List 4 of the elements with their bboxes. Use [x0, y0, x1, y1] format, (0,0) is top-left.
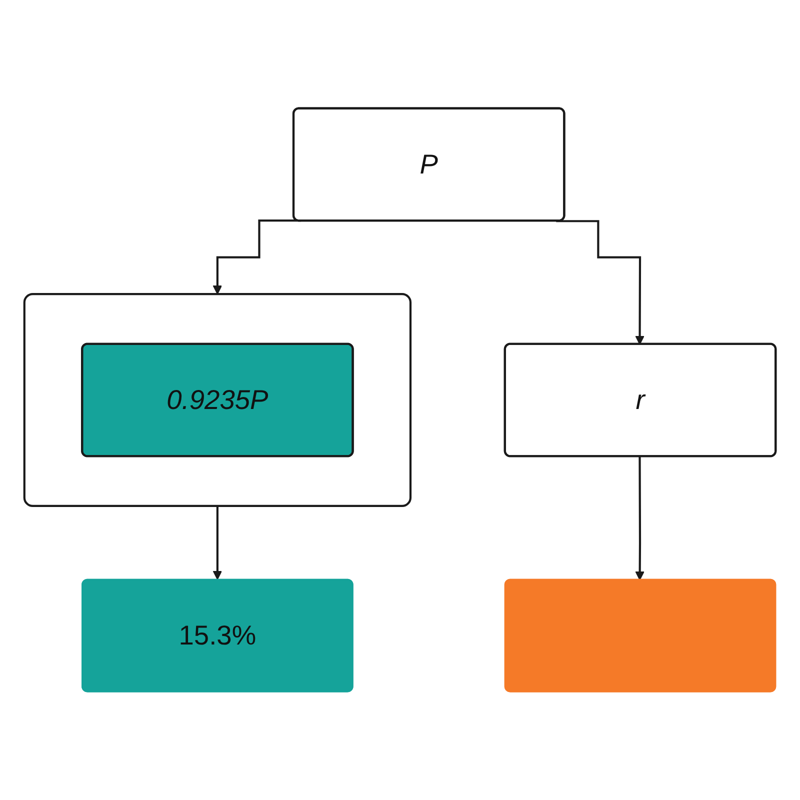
- arrow: [635, 456, 644, 580]
- arrow: [556, 220, 644, 345]
- cluster: [23, 292, 412, 508]
- arrow: [212, 506, 222, 580]
